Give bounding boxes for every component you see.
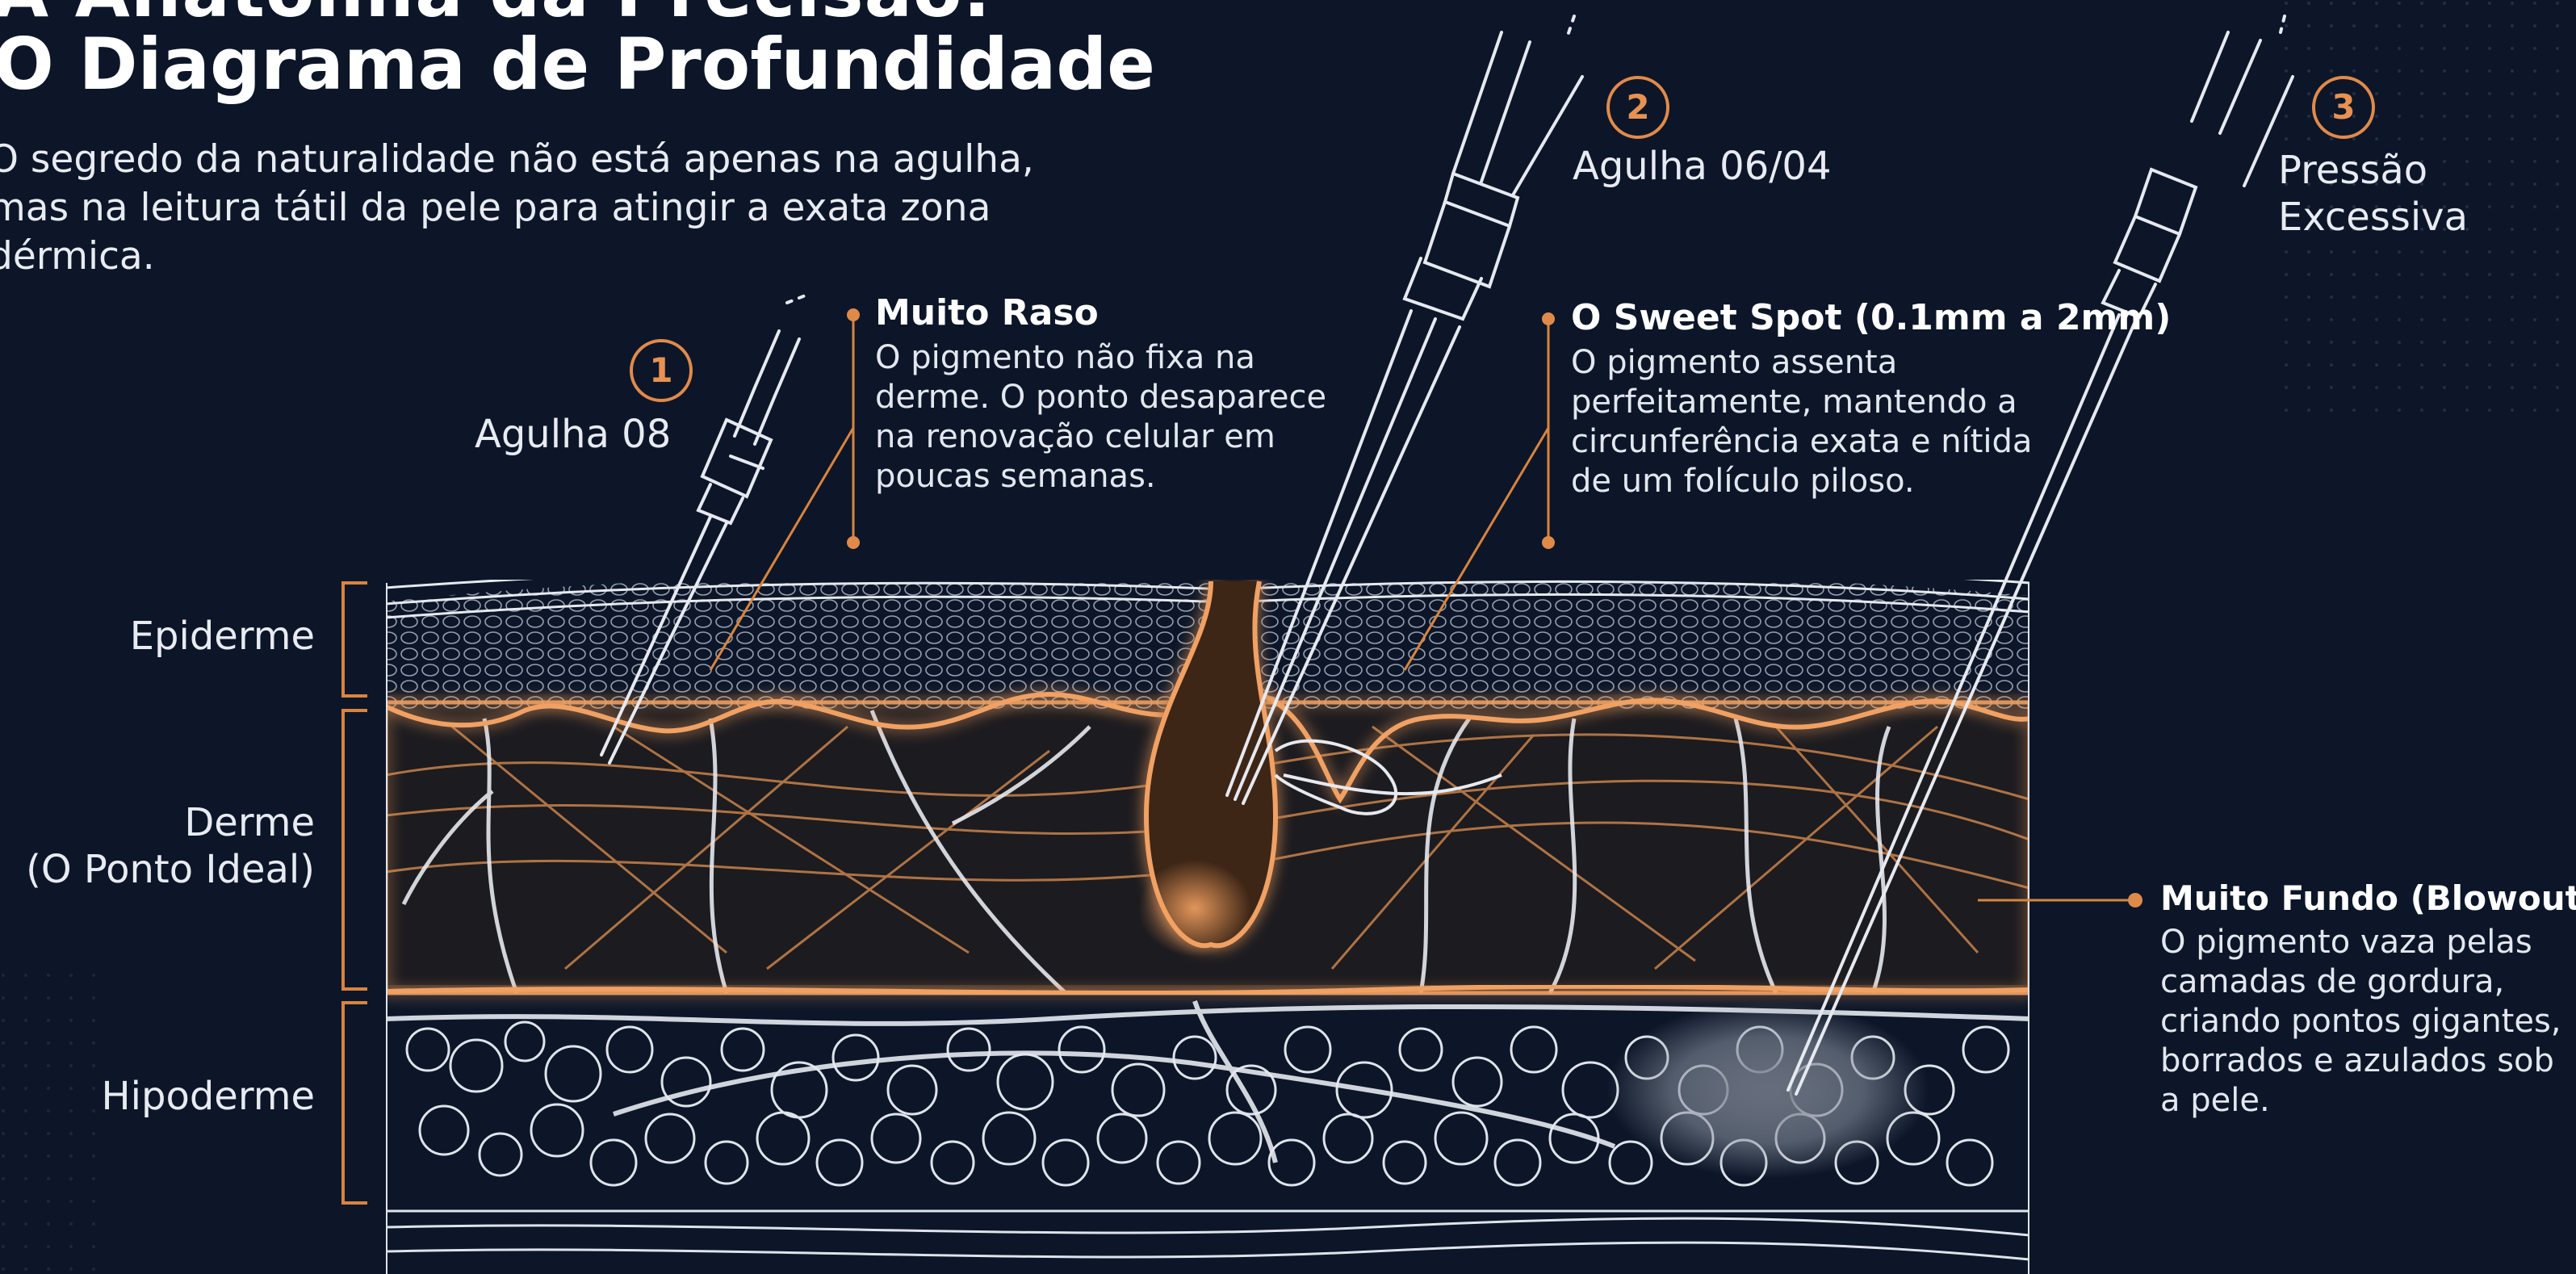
callout-line: de um folículo piloso.: [1571, 463, 1915, 500]
callout-line: O pigmento assenta: [1571, 344, 1898, 381]
callout-title: Muito Raso: [875, 292, 1099, 333]
layer-label-line: Hipoderme: [101, 1074, 315, 1119]
callout-title: O Sweet Spot (0.1mm a 2mm): [1571, 297, 2172, 338]
layer-epidermis: Epiderme: [0, 614, 315, 662]
intro-line: mas na leitura tátil da pele para atingi…: [0, 186, 991, 230]
title-top-line: A Anatomia da Precisão:: [0, 0, 992, 33]
callout-line: poucas semanas.: [875, 458, 1156, 495]
step-number-1: 1: [630, 339, 693, 402]
callout-line: circunferência exata e nítida: [1571, 423, 2033, 460]
needle-label-1: Agulha 08: [475, 412, 672, 457]
callout-body: O pigmento assenta perfeitamente, manten…: [1571, 343, 2171, 501]
step-number-2: 2: [1606, 76, 1669, 139]
intro-text: O segredo da naturalidade não está apena…: [0, 136, 1087, 281]
intro-line: dérmica.: [0, 234, 155, 279]
needle-label-2: Agulha 06/04: [1573, 144, 1832, 189]
callout-line: O pigmento não fixa na: [875, 339, 1255, 376]
layer-label: Epiderme: [130, 614, 315, 659]
page-title: O Diagrama de Profundidade: [0, 23, 1155, 106]
callout-line: derme. O ponto desaparece: [875, 379, 1327, 416]
step-number-3: 3: [2312, 76, 2375, 139]
callout-too-shallow: Muito Raso O pigmento não fixa na derme.…: [875, 292, 1326, 497]
callout-line: na renovação celular em: [875, 418, 1275, 455]
layer-label-line: Derme: [184, 800, 315, 845]
intro-line: O segredo da naturalidade não está apena…: [0, 137, 1034, 182]
layer-hypodermis: Hipoderme: [0, 1074, 315, 1122]
callout-sweet-spot: O Sweet Spot (0.1mm a 2mm) O pigmento as…: [1571, 297, 2171, 501]
callout-too-deep: Muito Fundo (Blowout) O pigmento vaza pe…: [2160, 878, 2576, 1121]
callout-body: O pigmento não fixa na derme. O ponto de…: [875, 338, 1326, 497]
callout-line: a pele.: [2160, 1082, 2270, 1119]
needle-label-3-line: Pressão: [2278, 148, 2428, 193]
callout-title: Muito Fundo (Blowout): [2160, 878, 2576, 918]
layer-label: Derme (O Ponto Ideal): [26, 799, 315, 893]
layer-dermis: Derme (O Ponto Ideal): [0, 799, 315, 896]
callout-line: perfeitamente, mantendo a: [1571, 383, 2017, 421]
callout-line: O pigmento vaza pelas: [2160, 924, 2532, 961]
layer-label: Hipoderme: [102, 1074, 315, 1119]
needle-label-3-line: Excessiva: [2278, 195, 2468, 240]
callout-line: camadas de gordura,: [2160, 963, 2505, 1000]
callout-line: borrados e azulados sob: [2160, 1042, 2554, 1079]
needle-label-3: Pressão Excessiva: [2278, 147, 2468, 241]
layer-label-line: (O Ponto Ideal): [26, 847, 315, 892]
layer-label-line: Epiderme: [129, 614, 315, 659]
callout-line: criando pontos gigantes,: [2160, 1003, 2561, 1040]
callout-body: O pigmento vaza pelas camadas de gordura…: [2160, 923, 2576, 1121]
